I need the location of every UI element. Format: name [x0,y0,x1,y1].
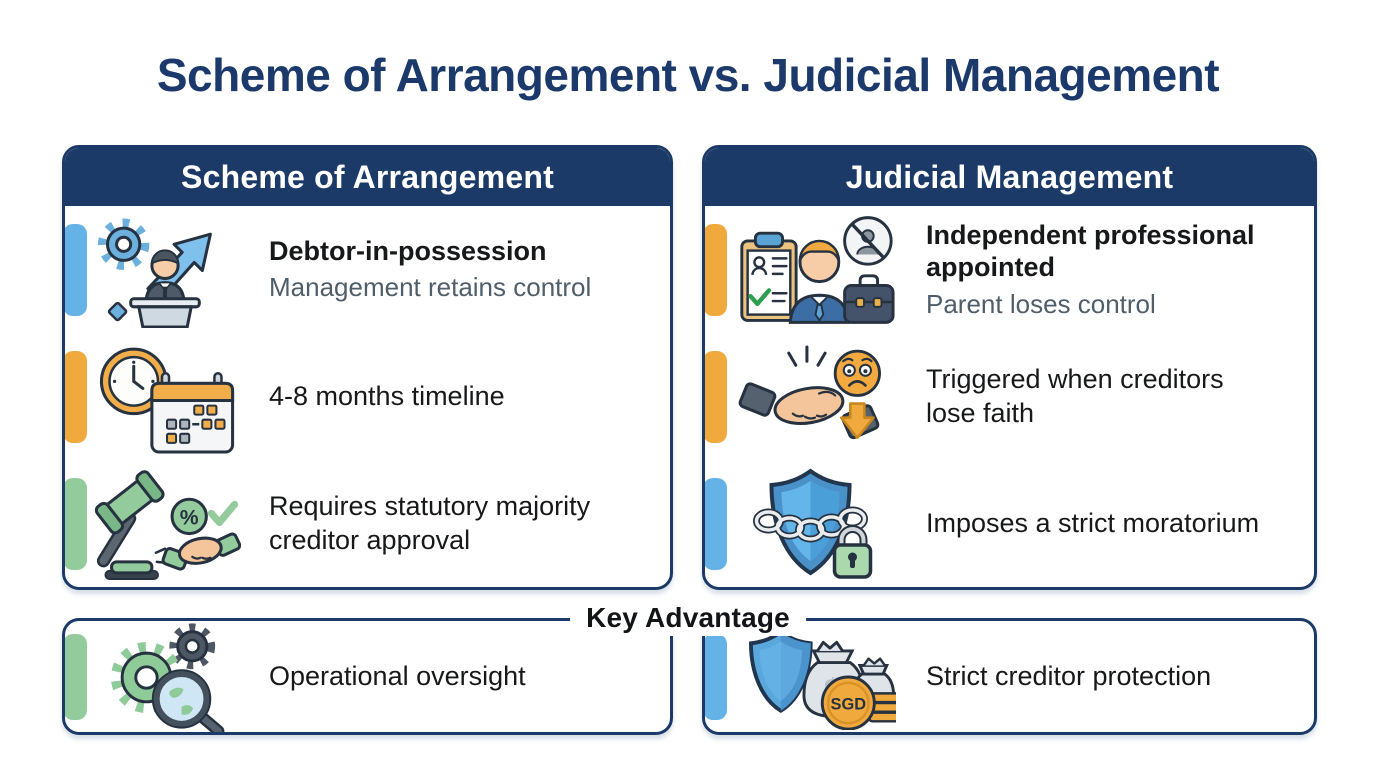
scheme-card-title: Scheme of Arrangement [181,158,554,195]
row-title: Triggered when creditors lose faith [926,364,1224,428]
clock-calendar-icon [85,339,245,455]
accent-bar-orange [705,350,727,443]
clipboard-professional-icon [733,211,898,329]
accent-bar-green [65,477,87,570]
row-subtitle: Parent loses control [926,288,1156,319]
accent-bar-orange [65,350,87,443]
svg-text:SGD: SGD [830,695,866,713]
svg-text:%: % [180,506,199,529]
row-title: Strict creditor protection [926,660,1212,691]
row-title: Requires statutory majority creditor app… [269,491,591,555]
row-operational-oversight: Operational oversight [65,621,670,732]
accent-bar-orange [705,223,727,316]
row-title: 4-8 months timeline [269,380,505,411]
scheme-advantage-card: Operational oversight [62,618,673,735]
shield-chain-lock-icon [733,465,898,583]
judicial-advantage-card: $ SGD Strict creditor protection [702,618,1317,735]
judicial-card-title: Judicial Management [845,158,1174,195]
shield-money-icon: $ SGD [733,624,898,730]
row-title: Imposes a strict moratorium [926,507,1260,538]
scheme-card: Scheme of Arrangement [62,145,673,590]
accent-bar-green [65,634,87,720]
judicial-card: Judicial Management [702,145,1317,590]
accent-bar-blue [705,477,727,570]
broken-handshake-icon [733,339,898,455]
row-title: Independent professional appointed [926,219,1255,283]
judicial-card-header: Judicial Management [705,148,1314,206]
row-independent-professional: Independent professional appointed Paren… [705,206,1314,333]
debtor-podium-icon [85,212,245,328]
row-strict-creditor-protection: $ SGD Strict creditor protection [705,621,1314,732]
scheme-card-header: Scheme of Arrangement [65,148,670,206]
gavel-handshake-icon: % [85,466,245,582]
row-strict-moratorium: Imposes a strict moratorium [705,460,1314,587]
gears-magnifier-icon [85,621,245,732]
scheme-card-body: Debtor-in-possession Management retains … [65,206,670,587]
page-title: Scheme of Arrangement vs. Judicial Manag… [156,49,1220,101]
row-debtor-in-possession: Debtor-in-possession Management retains … [65,206,670,333]
accent-bar-blue [705,633,727,720]
row-subtitle: Management retains control [269,272,592,303]
key-advantage-label: Key Advantage [570,600,806,636]
accent-bar-blue [65,223,87,316]
row-creditors-lose-faith: Triggered when creditors lose faith [705,333,1314,460]
judicial-card-body: Independent professional appointed Paren… [705,206,1314,587]
row-title: Debtor-in-possession [269,236,547,267]
row-timeline: 4-8 months timeline [65,333,670,460]
row-title: Operational oversight [269,661,526,692]
row-creditor-approval: % Requires statutory majority creditor a… [65,460,670,587]
